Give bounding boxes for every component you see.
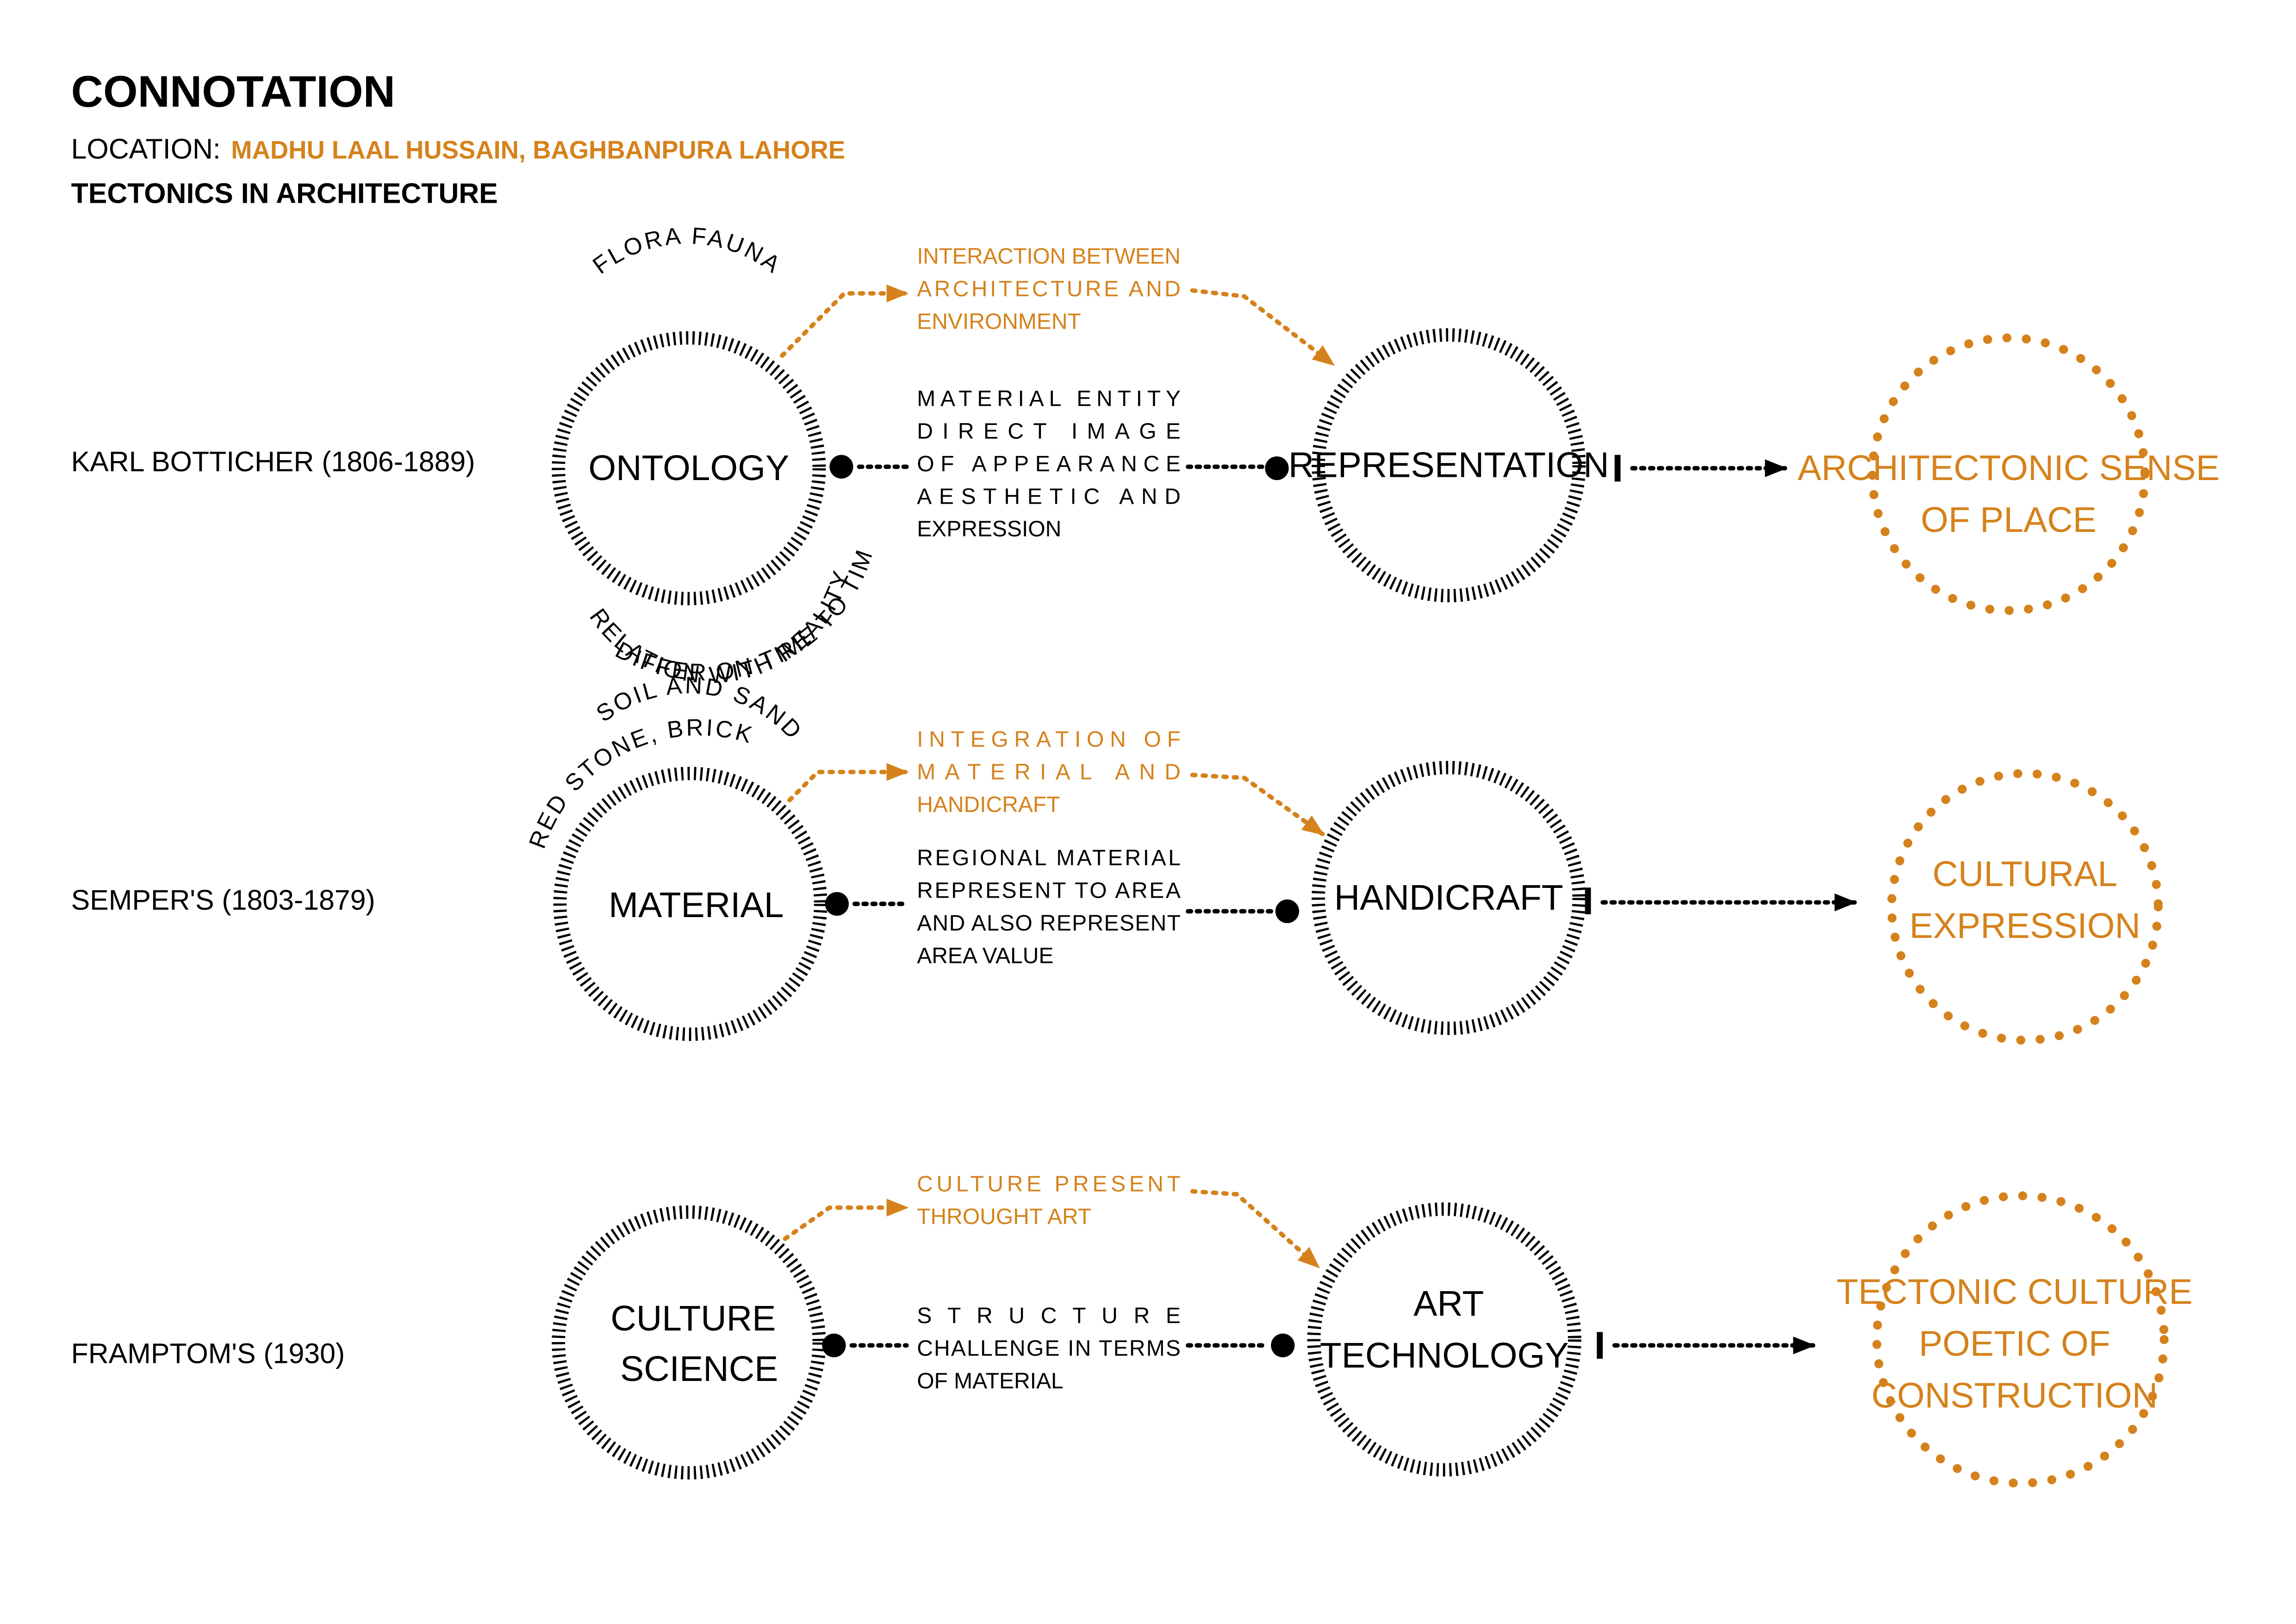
material-circle — [553, 767, 828, 1041]
outcome-line-1: ARCHITECTONIC SENSE — [1798, 448, 2220, 488]
svg-text:MATERIAL ENTITY: MATERIAL ENTITY — [917, 387, 1181, 411]
connector-dot — [822, 1333, 846, 1357]
location-value: MADHU LAAL HUSSAIN, BAGHBANPURA LAHORE — [231, 136, 845, 164]
orange-note: INTEGRATION OF MATERIAL AND HANDICRAFT — [917, 727, 1181, 817]
svg-text:S T R U C T U R E: S T R U C T U R E — [917, 1304, 1181, 1328]
row-frampton: FRAMPTOM'S (1930) CULTURE SCIENCE CULTUR… — [71, 1172, 2193, 1488]
outcome-line-2: OF PLACE — [1921, 500, 2097, 540]
node-material: MATERIAL — [609, 885, 784, 925]
svg-text:MATERIAL AND: MATERIAL AND — [917, 760, 1181, 785]
ontology-circle — [552, 331, 826, 606]
orange-arrow-out — [1190, 1189, 1321, 1269]
orange-note: CULTURE PRESENT THROUGHT ART — [917, 1172, 1181, 1229]
node-art: ART — [1413, 1284, 1484, 1324]
node-ontology: ONTOLOGY — [588, 448, 789, 488]
connector-dot — [1275, 899, 1299, 924]
orange-arrow-in — [783, 1199, 909, 1241]
svg-text:AND ALSO REPRESENT: AND ALSO REPRESENT — [917, 911, 1181, 936]
outcome-circle — [1872, 1191, 2169, 1488]
row-semper: SEMPER'S (1803-1879) MATERIAL SOIL AND S… — [71, 672, 2163, 1045]
art-technology-circle — [1307, 1202, 1581, 1477]
orange-arrow-in — [780, 284, 909, 358]
svg-text:AREA VALUE: AREA VALUE — [917, 943, 1053, 968]
theorist-label: KARL BOTTICHER (1806-1889) — [71, 446, 475, 477]
culture-science-circle — [552, 1205, 826, 1480]
svg-text:INTEGRATION OF: INTEGRATION OF — [917, 727, 1181, 752]
orange-arrow-out — [1190, 288, 1336, 367]
page-title: CONNOTATION — [71, 67, 395, 116]
theorist-label: FRAMPTOM'S (1930) — [71, 1338, 345, 1369]
svg-text:EXPRESSION: EXPRESSION — [917, 517, 1061, 542]
svg-text:INTERACTION BETWEEN: INTERACTION BETWEEN — [917, 244, 1181, 269]
orange-arrow-in — [787, 763, 909, 803]
connector-dot — [1271, 1333, 1295, 1357]
node-representation: REPRESENTATION — [1288, 445, 1609, 485]
svg-text:REGIONAL MATERIAL: REGIONAL MATERIAL — [917, 846, 1181, 870]
svg-text:ARCHITECTURE AND: ARCHITECTURE AND — [917, 277, 1181, 301]
svg-text:THROUGHT ART: THROUGHT ART — [917, 1205, 1091, 1229]
connector-dot — [825, 892, 849, 916]
svg-text:OF MATERIAL: OF MATERIAL — [917, 1369, 1063, 1393]
svg-text:CHALLENGE IN TERMS: CHALLENGE IN TERMS — [917, 1337, 1181, 1361]
outcome-line-3: CONSTRUCTION — [1872, 1376, 2158, 1416]
outcome-line-1: CULTURAL — [1932, 854, 2117, 894]
location-label: LOCATION: — [71, 133, 221, 165]
svg-text:CULTURE PRESENT: CULTURE PRESENT — [917, 1172, 1181, 1196]
row-botticher: KARL BOTTICHER (1806-1889) ONTOLOGY FLOR… — [71, 222, 2220, 688]
curved-label-flora-fauna: FLORA FAUNA — [588, 222, 787, 279]
orange-arrow-out — [1190, 773, 1325, 837]
svg-text:DIRECT IMAGE: DIRECT IMAGE — [917, 419, 1181, 443]
connector-dot — [1265, 456, 1289, 481]
orange-note: INTERACTION BETWEEN ARCHITECTURE AND ENV… — [917, 244, 1181, 334]
page-subtitle: TECTONICS IN ARCHITECTURE — [71, 178, 498, 209]
svg-text:AESTHETIC AND: AESTHETIC AND — [917, 484, 1181, 509]
curved-label-red-stone: RED STONE, BRICK — [524, 714, 757, 852]
node-science: SCIENCE — [620, 1349, 778, 1389]
node-handicraft: HANDICRAFT — [1334, 878, 1563, 918]
svg-text:REPRESENT TO AREA: REPRESENT TO AREA — [917, 879, 1181, 903]
theorist-label: SEMPER'S (1803-1879) — [71, 884, 375, 916]
black-note: S T R U C T U R E CHALLENGE IN TERMS OF … — [917, 1304, 1181, 1393]
outcome-line-1: TECTONIC CULTURE — [1836, 1272, 2192, 1312]
representation-circle — [1312, 328, 1586, 603]
svg-text:OF APPEARANCE: OF APPEARANCE — [917, 452, 1181, 476]
handicraft-circle — [1312, 761, 1586, 1035]
outcome-line-2: POETIC OF — [1919, 1324, 2110, 1364]
node-culture: CULTURE — [610, 1299, 776, 1338]
svg-text:HANDICRAFT: HANDICRAFT — [917, 793, 1060, 817]
curved-label-differ: DIFFER ON TIME TO TIM — [611, 545, 878, 686]
svg-text:ENVIRONMENT: ENVIRONMENT — [917, 310, 1081, 334]
outcome-circle — [1868, 333, 2150, 615]
outcome-circle — [1887, 769, 2163, 1045]
connector-dot — [829, 455, 853, 479]
black-note: MATERIAL ENTITY DIRECT IMAGE OF APPEARAN… — [917, 387, 1181, 542]
outcome-line-2: EXPRESSION — [1910, 906, 2140, 946]
node-technology: TECHNOLOGY — [1320, 1336, 1569, 1375]
black-note: REGIONAL MATERIAL REPRESENT TO AREA AND … — [917, 846, 1181, 968]
